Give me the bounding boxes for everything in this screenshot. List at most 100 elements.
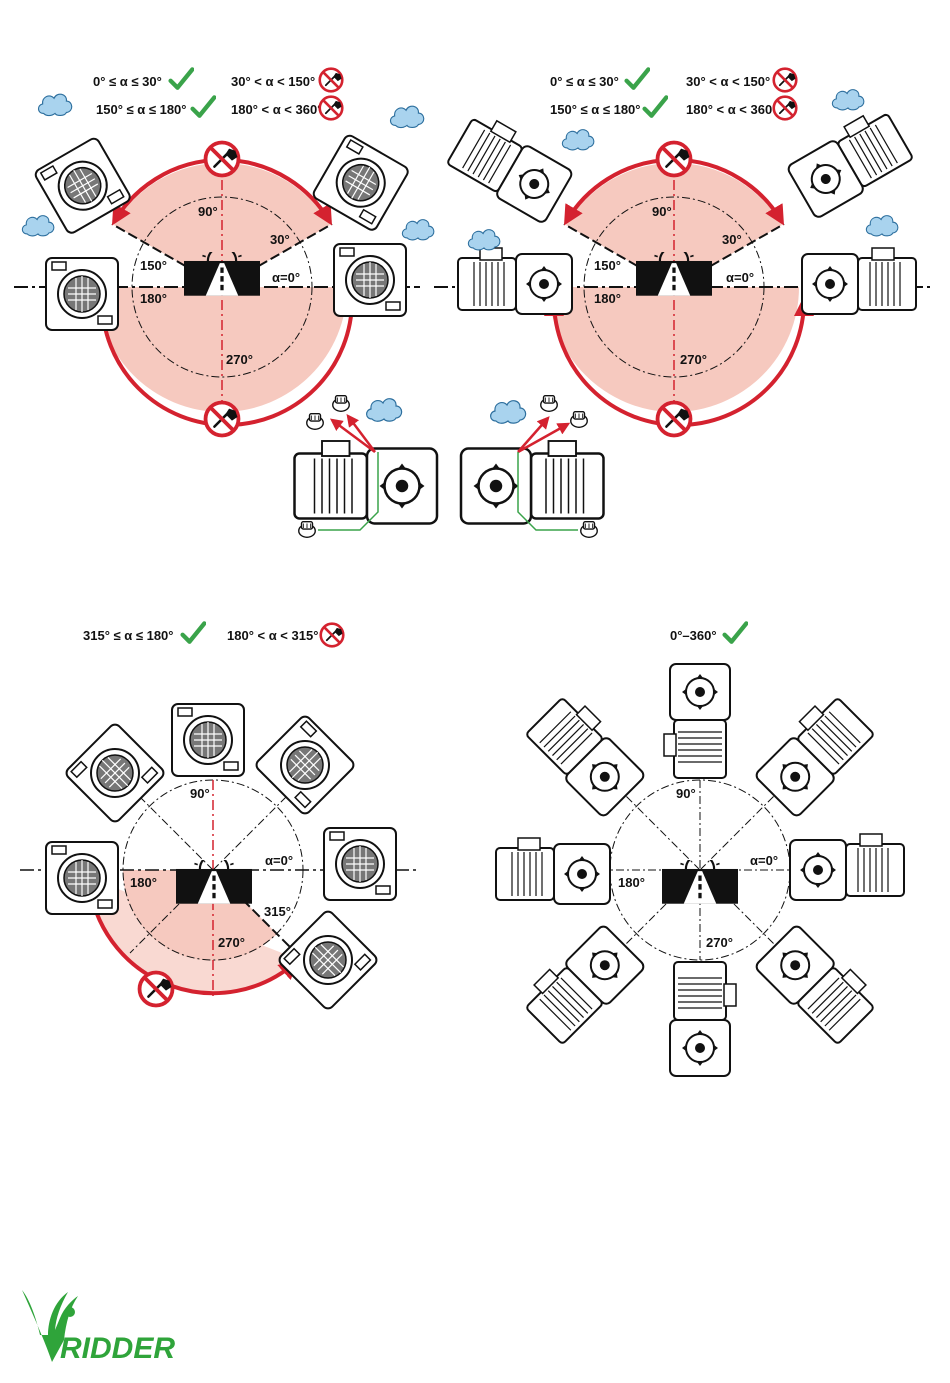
road-sign-icon [662,852,738,904]
motor-icon [784,105,916,219]
motor-icon [790,834,904,900]
plug-icon [333,396,350,412]
panel-bottom-right: 0°–360° 90° α=0° 180° 270° [496,623,904,1076]
angle-label: 180° [594,291,621,306]
check-icon [627,69,649,87]
no-wrench-icon [658,403,691,436]
angle-label: 30° [722,232,742,247]
check-icon [183,623,205,641]
legend-top-right: 0° ≤ α ≤ 30° 30° < α < 150° 150° ≤ α ≤ 1… [550,69,796,120]
no-wrench-icon [140,973,173,1006]
angle-label: α=0° [272,270,300,285]
motor-icon [519,920,646,1047]
angle-label: 315° [264,904,291,919]
angle-label: α=0° [726,270,754,285]
no-wrench-icon [320,97,343,120]
check-icon [645,97,667,115]
motor-icon [461,441,604,524]
check-icon [171,69,193,87]
breather-cloud-icon [491,401,526,424]
no-wrench-icon [206,403,239,436]
breather-detail [295,396,604,538]
breather-cloud-icon [562,130,594,150]
motor-icon [802,248,916,314]
legend-text: 150° ≤ α ≤ 180° [550,102,641,117]
no-wrench-icon [321,624,344,647]
angle-label: 90° [198,204,218,219]
no-wrench-icon [320,69,343,92]
plug-icon [581,522,598,538]
breather-cloud-icon [866,216,898,236]
angle-label: 150° [140,258,167,273]
plug-icon [541,396,558,412]
legend-text: 180° < α < 315° [227,628,318,643]
gearbox-icon [254,714,356,816]
plug-icon [299,522,316,538]
gearbox-icon [324,828,396,900]
gearbox-icon [334,244,406,316]
legend-bottom-right: 0°–360° [670,623,746,643]
legend-text: 0° ≤ α ≤ 30° [93,74,162,89]
no-wrench-icon [206,143,239,176]
breather-cloud-icon [390,106,423,127]
breather-cloud-icon [38,94,71,115]
angle-label: α=0° [265,853,293,868]
breather-cloud-icon [832,90,864,110]
legend-text: 30° < α < 150° [231,74,315,89]
road-sign-icon [176,852,252,904]
motor-icon [750,691,877,818]
motor-icon [523,691,650,818]
angle-label: 180° [618,875,645,890]
motor-icon [295,441,438,524]
motor-icon [754,920,881,1047]
angle-label: α=0° [750,853,778,868]
motor-icon [670,962,736,1076]
gearbox-icon [64,722,166,824]
legend-text: 180° < α < 360° [686,102,777,117]
legend-text: 0°–360° [670,628,717,643]
check-icon [193,97,215,115]
angle-label: 150° [594,258,621,273]
legend-top-left: 0° ≤ α ≤ 30° 30° < α < 150° 150° ≤ α ≤ 1… [93,69,342,120]
gearbox-icon [172,704,244,776]
angle-label: 270° [226,352,253,367]
breather-cloud-icon [468,230,500,250]
legend-text: 315° ≤ α ≤ 180° [83,628,174,643]
breather-cloud-icon [22,216,54,236]
panel-bottom-left: 315° ≤ α ≤ 180° 180° < α < 315° 90° α=0°… [20,623,420,1010]
brand-name: RIDDER [60,1332,175,1365]
plug-icon [307,414,324,430]
plug-icon [571,412,588,428]
gearbox-icon [46,842,118,914]
breather-cloud-icon [367,399,402,422]
angle-label: 90° [676,786,696,801]
motor-icon [445,110,577,224]
angle-label: 180° [140,291,167,306]
angle-label: 180° [130,875,157,890]
panel-top-left: 0° ≤ α ≤ 30° 30° < α < 150° 150° ≤ α ≤ 1… [14,69,434,436]
motor-icon [496,838,610,904]
brand-logo: RIDDER [22,1290,175,1365]
motor-icon [664,664,730,778]
no-wrench-icon [658,143,691,176]
motor-icon [458,248,572,314]
angle-label: 270° [706,935,733,950]
legend-text: 180° < α < 360° [231,102,322,117]
no-wrench-icon [774,97,797,120]
angle-label: 90° [190,786,210,801]
gearbox-icon [277,909,379,1011]
angle-label: 270° [218,935,245,950]
no-wrench-icon [774,69,797,92]
angle-label: 90° [652,204,672,219]
breather-cloud-icon [402,220,434,240]
legend-text: 0° ≤ α ≤ 30° [550,74,619,89]
gearbox-icon [46,258,118,330]
legend-bottom-left: 315° ≤ α ≤ 180° 180° < α < 315° [83,623,343,646]
angle-label: 270° [680,352,707,367]
legend-text: 30° < α < 150° [686,74,770,89]
check-icon [725,623,747,641]
legend-text: 150° ≤ α ≤ 180° [96,102,187,117]
panel-top-right: 0° ≤ α ≤ 30° 30° < α < 150° 150° ≤ α ≤ 1… [434,69,930,436]
angle-label: 30° [270,232,290,247]
